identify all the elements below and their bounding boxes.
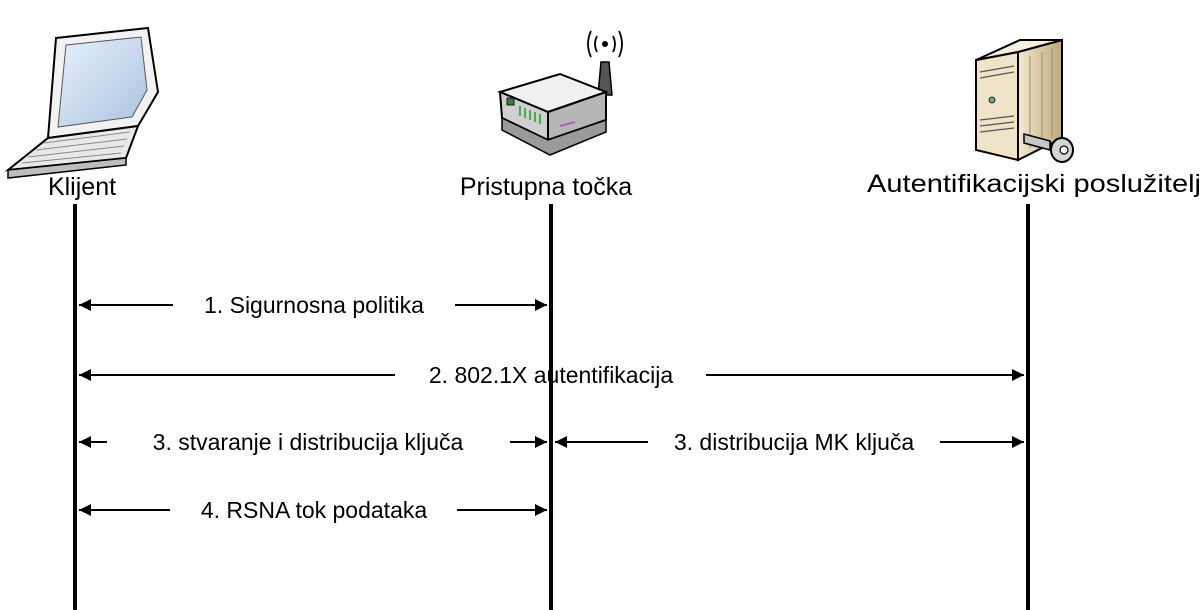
message-4-label: 4. RSNA tok podataka bbox=[201, 497, 428, 523]
message-2-8021x-authentication: 2. 802.1X autentifikacija bbox=[79, 362, 1024, 388]
message-1-security-policy: 1. Sigurnosna politika bbox=[79, 292, 547, 318]
access-point-label: Pristupna točka bbox=[460, 173, 632, 201]
key-server-icon bbox=[975, 38, 1074, 163]
client-label: Klijent bbox=[48, 173, 116, 201]
message-3b-mk-key-distribution: 3. distribucija MK ključa bbox=[555, 429, 1024, 455]
message-3a-key-generation: 3. stvaranje i distribucija ključa bbox=[79, 429, 547, 455]
wireless-router-icon bbox=[497, 30, 623, 156]
message-3b-label: 3. distribucija MK ključa bbox=[674, 429, 915, 455]
laptop-icon bbox=[4, 26, 160, 179]
message-3a-label: 3. stvaranje i distribucija ključa bbox=[153, 429, 464, 455]
auth-server-label: Autentifikacijski poslužitelj bbox=[867, 170, 1200, 198]
message-2-label: 2. 802.1X autentifikacija bbox=[429, 362, 673, 388]
message-1-label: 1. Sigurnosna politika bbox=[204, 292, 424, 318]
message-4-rsna-data-flow: 4. RSNA tok podataka bbox=[79, 497, 547, 523]
